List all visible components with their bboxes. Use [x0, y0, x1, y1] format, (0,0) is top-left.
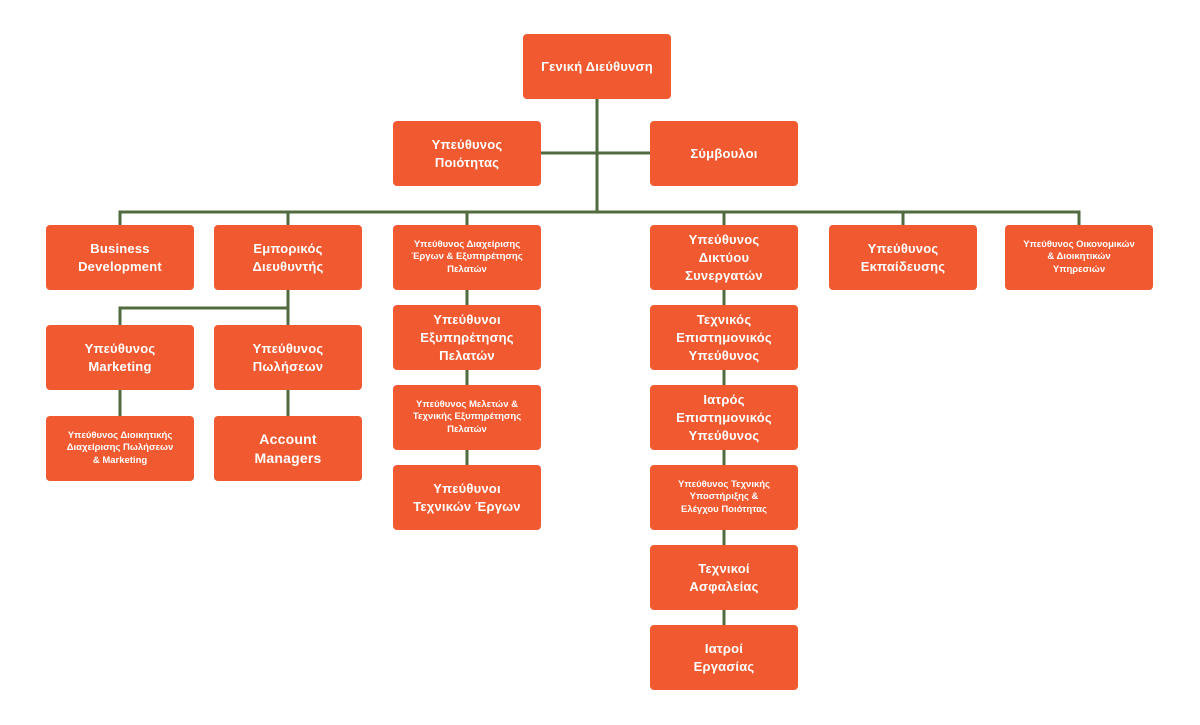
node-label: Υπεύθυνοι Τεχνικών Έργων	[413, 480, 521, 514]
node-business-development[interactable]: Business Development	[46, 225, 194, 290]
node-label: Υπεύθυνος Διαχείρισης Έργων & Εξυπηρέτησ…	[411, 238, 523, 275]
node-label: Υπεύθυνος Διοικητικής Διαχείρισης Πωλήσε…	[66, 429, 174, 466]
node-label: Υπεύθυνοι Εξυπηρέτησης Πελατών	[420, 311, 514, 363]
node-label: Τεχνικοί Ασφαλείας	[689, 560, 759, 594]
node-label: Υπεύθυνος Ποιότητας	[431, 136, 503, 170]
node-customer-service[interactable]: Υπεύθυνοι Εξυπηρέτησης Πελατών	[393, 305, 541, 370]
node-sales-manager[interactable]: Υπεύθυνος Πωλήσεων	[214, 325, 362, 390]
node-label: Ιατρός Επιστημονικός Υπεύθυνος	[676, 391, 772, 443]
node-label: Account Managers	[254, 430, 322, 466]
node-safety-technicians[interactable]: Τεχνικοί Ασφαλείας	[650, 545, 798, 610]
node-partner-network-manager[interactable]: Υπεύθυνος Δικτύου Συνεργατών	[650, 225, 798, 290]
node-general-management[interactable]: Γενική Διεύθυνση	[523, 34, 671, 99]
node-label: Σύμβουλοι	[690, 145, 758, 161]
node-label: Υπεύθυνος Οικονομικών & Διοικητικών Υπηρ…	[1023, 238, 1135, 275]
node-marketing-manager[interactable]: Υπεύθυνος Marketing	[46, 325, 194, 390]
node-label: Υπεύθυνος Πωλήσεων	[252, 340, 324, 374]
node-project-customer-manager[interactable]: Υπεύθυνος Διαχείρισης Έργων & Εξυπηρέτησ…	[393, 225, 541, 290]
node-commercial-director[interactable]: Εμπορικός Διευθυντής	[214, 225, 362, 290]
node-label: Γενική Διεύθυνση	[541, 58, 653, 74]
node-technical-scientific[interactable]: Τεχνικός Επιστημονικός Υπεύθυνος	[650, 305, 798, 370]
node-label: Business Development	[78, 240, 162, 274]
node-label: Υπεύθυνος Εκπαίδευσης	[860, 240, 946, 274]
node-label: Εμπορικός Διευθυντής	[252, 240, 324, 274]
node-account-managers[interactable]: Account Managers	[214, 416, 362, 481]
node-quality-manager[interactable]: Υπεύθυνος Ποιότητας	[393, 121, 541, 186]
node-label: Υπεύθυνος Δικτύου Συνεργατών	[685, 231, 763, 283]
node-label: Υπεύθυνος Marketing	[84, 340, 156, 374]
node-sales-marketing-admin[interactable]: Υπεύθυνος Διοικητικής Διαχείρισης Πωλήσε…	[46, 416, 194, 481]
node-advisors[interactable]: Σύμβουλοι	[650, 121, 798, 186]
node-studies-tech-service[interactable]: Υπεύθυνος Μελετών & Τεχνικής Εξυπηρέτηση…	[393, 385, 541, 450]
node-label: Υπεύθυνος Μελετών & Τεχνικής Εξυπηρέτηση…	[412, 398, 522, 435]
node-label: Ιατροί Εργασίας	[693, 640, 755, 674]
node-technical-projects[interactable]: Υπεύθυνοι Τεχνικών Έργων	[393, 465, 541, 530]
node-training-manager[interactable]: Υπεύθυνος Εκπαίδευσης	[829, 225, 977, 290]
node-tech-support-qc[interactable]: Υπεύθυνος Τεχνικής Υποστήριξης & Ελέγχου…	[650, 465, 798, 530]
node-label: Υπεύθυνος Τεχνικής Υποστήριξης & Ελέγχου…	[677, 478, 771, 515]
node-label: Τεχνικός Επιστημονικός Υπεύθυνος	[676, 311, 772, 363]
node-medical-scientific[interactable]: Ιατρός Επιστημονικός Υπεύθυνος	[650, 385, 798, 450]
node-occupational-doctors[interactable]: Ιατροί Εργασίας	[650, 625, 798, 690]
node-finance-admin-manager[interactable]: Υπεύθυνος Οικονομικών & Διοικητικών Υπηρ…	[1005, 225, 1153, 290]
